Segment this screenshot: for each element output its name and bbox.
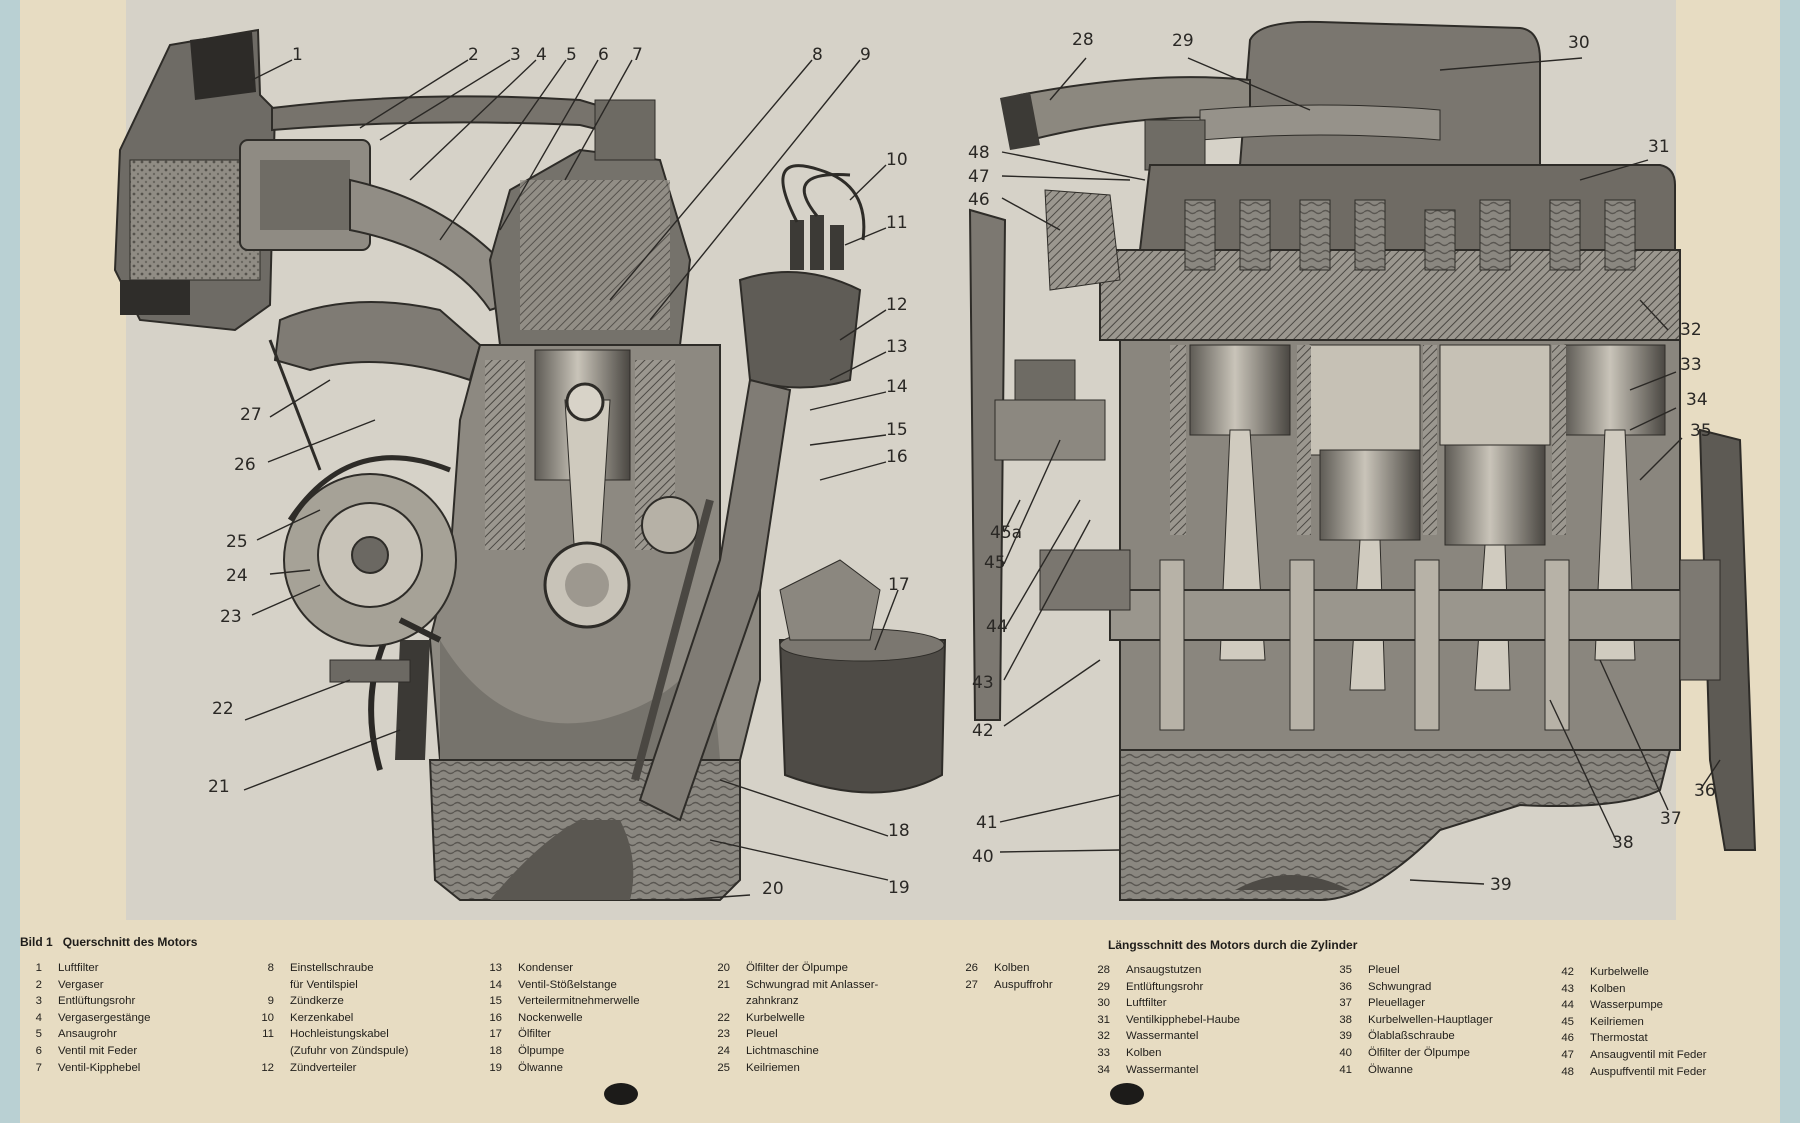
- callout-47: 47: [968, 167, 990, 187]
- engine-figure: 1 2 3 4 5 6 7 8 9 10 11 12 13 14 15 16 1…: [113, 0, 1757, 920]
- callout-13: 13: [886, 337, 908, 357]
- callout-41: 41: [976, 813, 998, 833]
- callout-5: 5: [566, 45, 577, 65]
- callout-2: 2: [468, 45, 479, 65]
- callout-8: 8: [812, 45, 823, 65]
- callout-33: 33: [1680, 355, 1702, 375]
- callout-28: 28: [1072, 30, 1094, 50]
- callout-19: 19: [888, 878, 910, 898]
- callout-16: 16: [886, 447, 908, 467]
- callout-9: 9: [860, 45, 871, 65]
- callout-36: 36: [1694, 781, 1716, 801]
- pistons: [1170, 344, 1666, 546]
- callout-17: 17: [888, 575, 910, 595]
- callout-14: 14: [886, 377, 908, 397]
- distributor: [631, 164, 866, 822]
- valve-springs: [1184, 199, 1636, 271]
- generator: [283, 455, 457, 647]
- callout-46: 46: [968, 190, 990, 210]
- callout-1: 1: [292, 45, 303, 65]
- callout-39: 39: [1490, 875, 1512, 895]
- longitudinal-section-drawing: [968, 20, 1757, 901]
- book-page: 1 2 3 4 5 6 7 8 9 10 11 12 13 14 15 16 1…: [20, 0, 1780, 1123]
- callout-45a: 45a: [990, 523, 1022, 543]
- callout-20: 20: [762, 879, 784, 899]
- callout-7: 7: [632, 45, 643, 65]
- callout-35: 35: [1690, 421, 1712, 441]
- callout-43: 43: [972, 673, 994, 693]
- callout-12: 12: [886, 295, 908, 315]
- callout-48: 48: [968, 143, 990, 163]
- callout-38: 38: [1612, 833, 1634, 853]
- callout-24: 24: [226, 566, 248, 586]
- callout-10: 10: [886, 150, 908, 170]
- callout-25: 25: [226, 532, 248, 552]
- callout-30: 30: [1568, 33, 1590, 53]
- callout-23: 23: [220, 607, 242, 627]
- callout-26: 26: [234, 455, 256, 475]
- callout-37: 37: [1660, 809, 1682, 829]
- callout-44: 44: [986, 617, 1008, 637]
- callout-32: 32: [1680, 320, 1702, 340]
- callout-3: 3: [510, 45, 521, 65]
- callout-27: 27: [240, 405, 262, 425]
- callout-45: 45: [984, 553, 1006, 573]
- callout-21: 21: [208, 777, 230, 797]
- callout-34: 34: [1686, 390, 1708, 410]
- callout-31: 31: [1648, 137, 1670, 157]
- callout-15: 15: [886, 420, 908, 440]
- callout-22: 22: [212, 699, 234, 719]
- callout-6: 6: [598, 45, 609, 65]
- callout-18: 18: [888, 821, 910, 841]
- callout-numbers: 1 2 3 4 5 6 7 8 9 10 11 12 13 14 15 16 1…: [208, 30, 1716, 899]
- callout-4: 4: [536, 45, 547, 65]
- callout-40: 40: [972, 847, 994, 867]
- callout-29: 29: [1172, 31, 1194, 51]
- cross-section-drawing: [113, 28, 947, 901]
- leader-lines: [243, 57, 1721, 901]
- callout-42: 42: [972, 721, 994, 741]
- callout-11: 11: [886, 213, 908, 233]
